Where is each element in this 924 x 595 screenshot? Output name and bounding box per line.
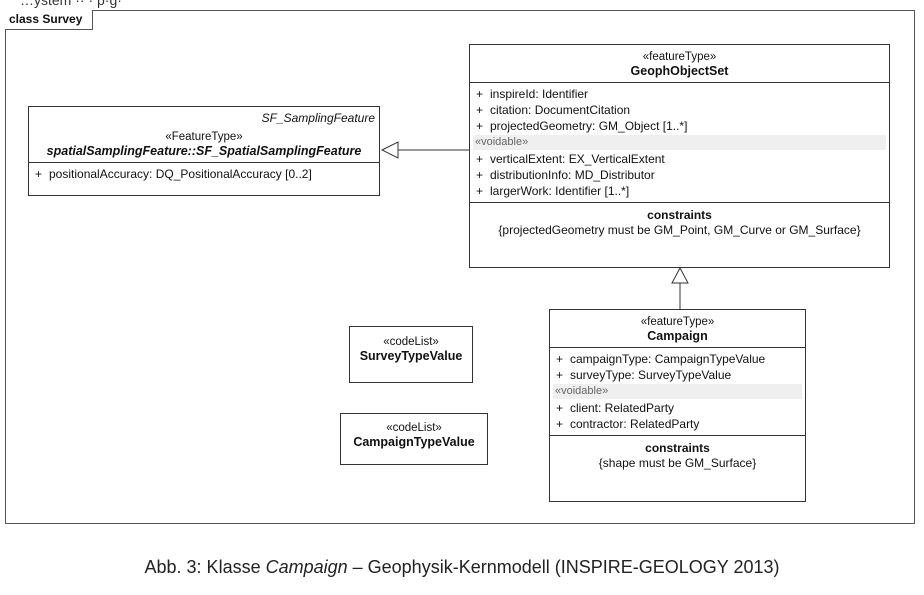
attribute-row: +positionalAccuracy: DQ_PositionalAccura… (35, 167, 312, 181)
constraints-text: {shape must be GM_Surface} (598, 456, 757, 470)
class-name: spatialSamplingFeature::SF_SpatialSampli… (46, 144, 362, 158)
stereotype: «featureType» (640, 316, 715, 328)
class-name: GeophObjectSet (630, 64, 729, 78)
attribute-row: +projectedGeometry: GM_Object [1..*] (476, 119, 688, 133)
caption-prefix: Abb. 3: Klasse (144, 557, 266, 577)
constraints-text: {projectedGeometry must be GM_Point, GM_… (498, 223, 861, 237)
attribute-row: +inspireId: Identifier (476, 87, 589, 101)
class-name: SurveyTypeValue (359, 349, 463, 363)
attribute-row: +campaignType: CampaignTypeValue (556, 352, 766, 366)
stereotype: «codeList» (383, 336, 439, 348)
stereotype: «codeList» (386, 422, 442, 434)
cropped-top-text: …ystem ·· · p·g· (20, 0, 122, 8)
generalization-arrowhead-geoph (671, 266, 689, 284)
attribute-row: +surveyType: SurveyTypeValue (556, 368, 732, 382)
attribute-row: +contractor: RelatedParty (556, 417, 700, 431)
attribute-row: +distributionInfo: MD_Distributor (476, 168, 655, 182)
caption-suffix: – Geophysik-Kernmodell (INSPIRE-GEOLOGY … (347, 557, 780, 577)
class-geoph-object-set[interactable]: «featureType» GeophObjectSet +inspireId:… (469, 44, 890, 268)
class-survey-type-value[interactable]: «codeList» SurveyTypeValue (349, 326, 473, 383)
attribute-row: +verticalExtent: EX_VerticalExtent (476, 152, 665, 166)
attribute-row: +citation: DocumentCitation (476, 103, 631, 117)
voidable-label: «voidable» (553, 384, 802, 399)
constraints-section: constraints {projectedGeometry must be G… (470, 202, 889, 241)
class-campaign-type-value[interactable]: «codeList» CampaignTypeValue (340, 413, 488, 465)
generalization-arrowhead-sf (380, 141, 399, 159)
attributes-section: +positionalAccuracy: DQ_PositionalAccura… (29, 162, 379, 185)
caption-emphasis: Campaign (265, 557, 348, 577)
class-name: CampaignTypeValue (353, 435, 475, 449)
constraints-title: constraints (645, 441, 710, 455)
stereotype: «FeatureType» (165, 131, 243, 143)
constraints-section: constraints {shape must be GM_Surface} (550, 435, 805, 474)
constraints-title: constraints (647, 208, 712, 222)
frame-title: class Survey (5, 10, 94, 30)
attribute-row: +client: RelatedParty (556, 401, 675, 415)
attribute-row: +largerWork: Identifier [1..*] (476, 184, 630, 198)
voidable-label: «voidable» (473, 135, 886, 150)
diagram-frame (5, 10, 915, 524)
class-tag: SF_SamplingFeature (261, 111, 375, 125)
class-sf-spatial-sampling-feature[interactable]: SF_SamplingFeature «FeatureType» spatial… (28, 106, 380, 196)
attributes-section: +campaignType: CampaignTypeValue +survey… (550, 347, 805, 435)
attributes-section: +inspireId: Identifier +citation: Docume… (470, 82, 889, 202)
stereotype: «featureType» (642, 51, 717, 63)
class-name: Campaign (647, 329, 708, 343)
class-campaign[interactable]: «featureType» Campaign +campaignType: Ca… (549, 309, 806, 502)
figure-caption: Abb. 3: Klasse Campaign – Geophysik-Kern… (0, 557, 924, 578)
